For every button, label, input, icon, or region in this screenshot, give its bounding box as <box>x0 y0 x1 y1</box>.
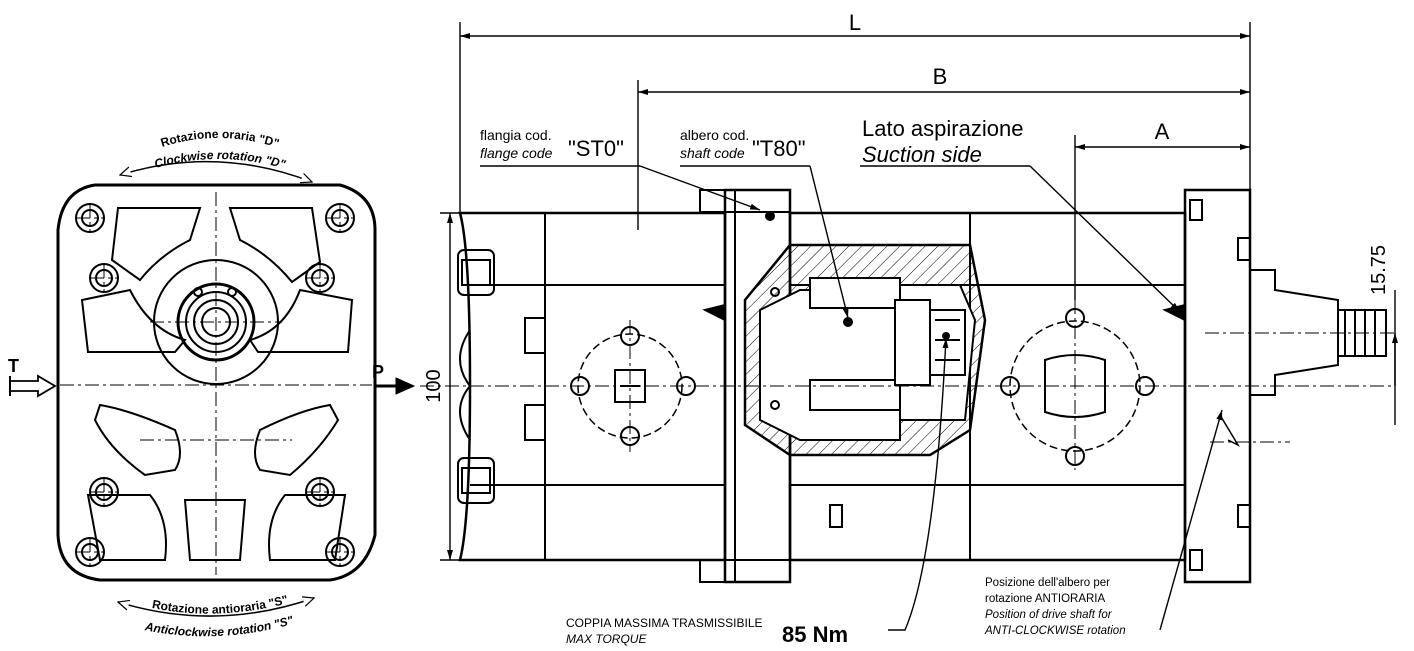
rotation-ccw-it: Rotazione antioraria "S" <box>151 592 289 616</box>
shaft-code-value: "T80" <box>752 136 806 161</box>
dim-b-label: B <box>933 64 948 89</box>
side-view <box>420 188 1395 584</box>
drawing-labels: L B A 100 15.75 flangia cod. flange code… <box>423 10 1390 647</box>
shaft-code-en: shaft code <box>680 145 745 161</box>
dim-100-label: 100 <box>423 369 445 402</box>
port-p-label: P <box>372 362 384 382</box>
cw-rotation-arrow <box>120 160 312 182</box>
torque-value: 85 Nm <box>782 622 848 647</box>
flange-code-en: flange code <box>480 145 553 161</box>
dim-l-label: L <box>849 10 861 35</box>
dimensions <box>440 22 1398 631</box>
shaft-position-it-2: rotazione ANTIORARIA <box>985 593 1105 605</box>
port-t-label: T <box>8 356 19 376</box>
rotation-ccw-en: Anticlockwise rotation "S" <box>143 613 295 639</box>
drive-shaft <box>1249 269 1339 396</box>
ccw-rotation-arrow <box>118 598 314 617</box>
flange-code-it: flangia cod. <box>480 127 552 143</box>
rotation-cw-it: Rotazione oraria "D" <box>159 127 281 151</box>
leader-torque <box>888 337 949 631</box>
leader-shaft <box>809 165 849 319</box>
leader-shaft-position <box>1159 409 1223 631</box>
leader-suction <box>1029 165 1181 313</box>
shaft-position-en-2: ANTI-CLOCKWISE rotation <box>984 625 1126 637</box>
leader-flange <box>639 165 761 211</box>
flange-code-value: "ST0" <box>568 136 624 161</box>
torque-label-it: COPPIA MASSIMA TRASMISSIBILE <box>566 616 763 630</box>
inlet-arrow-icon <box>9 374 57 398</box>
shaft-position-it-1: Posizione dell'albero per <box>985 577 1110 589</box>
shaft-position-en-1: Position of drive shaft for <box>985 609 1113 621</box>
dim-a-label: A <box>1155 119 1170 144</box>
torque-label-en: MAX TORQUE <box>566 632 647 646</box>
shaft-code-it: albero cod. <box>680 127 749 143</box>
suction-side-en: Suction side <box>862 142 982 167</box>
suction-side-it: Lato aspirazione <box>862 116 1023 141</box>
front-view <box>9 160 416 617</box>
dim-1575-label: 15.75 <box>1368 245 1390 295</box>
flange-outline <box>56 183 377 582</box>
